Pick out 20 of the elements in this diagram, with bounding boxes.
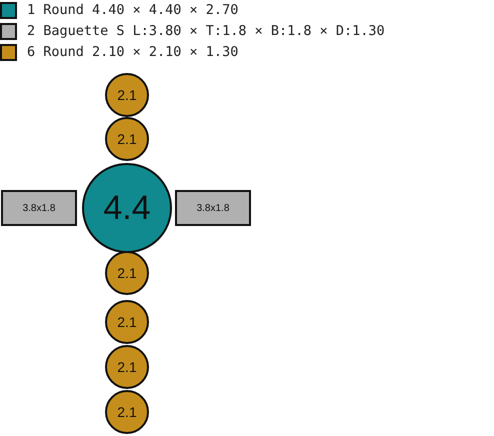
round-stone-circle — [105, 345, 149, 389]
round-stone-circle — [105, 390, 149, 434]
size-label: 4.4 — [103, 188, 151, 228]
baguette-stone-box — [1, 190, 77, 226]
size-label: 2.1 — [117, 314, 137, 330]
size-label: 3.8x1.8 — [196, 202, 230, 214]
baguette-stone-box — [175, 190, 251, 226]
legend-text: 6 Round 2.10 × 2.10 × 1.30 — [27, 44, 238, 60]
size-label: 2.1 — [117, 265, 137, 281]
legend-text: 2 Baguette S L:3.80 × T:1.8 × B:1.8 × D:1.30 — [27, 23, 385, 39]
size-label: 2.1 — [117, 359, 137, 375]
size-label: 3.8x1.8 — [22, 202, 56, 214]
size-label: 2.1 — [117, 87, 137, 103]
round-stone-circle — [105, 117, 149, 161]
legend-text: 1 Round 4.40 × 4.40 × 2.70 — [27, 2, 238, 18]
round-stone-circle — [105, 251, 149, 295]
round-stone-circle — [105, 73, 149, 117]
round-stone-circle — [105, 300, 149, 344]
size-label: 2.1 — [117, 131, 137, 147]
size-label: 2.1 — [117, 404, 137, 420]
